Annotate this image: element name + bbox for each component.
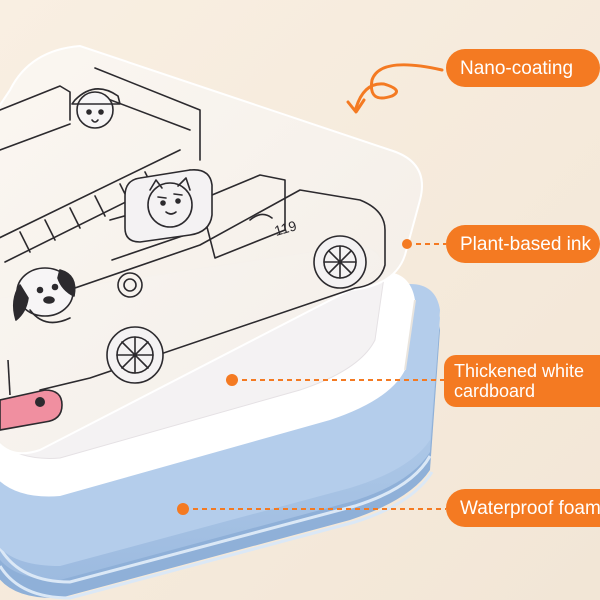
nano-coating-pointer-arrow [346, 63, 444, 114]
plant-based-ink-label: Plant-based ink [446, 225, 600, 263]
waterproof-foam-label: Waterproof foam [446, 489, 600, 527]
foam-leader [177, 503, 446, 515]
thickened-white-cardboard-label: Thickened white cardboard [444, 355, 600, 407]
truck-number: 119 [272, 217, 298, 239]
plant-ink-leader [402, 239, 446, 249]
fire-truck-drawing [0, 67, 386, 391]
cardboard-leader [226, 374, 444, 386]
nano-coating-label: Nano-coating [446, 49, 600, 87]
nano-coating-sheet [0, 44, 423, 455]
fire-extinguisher-drawing [0, 359, 63, 431]
